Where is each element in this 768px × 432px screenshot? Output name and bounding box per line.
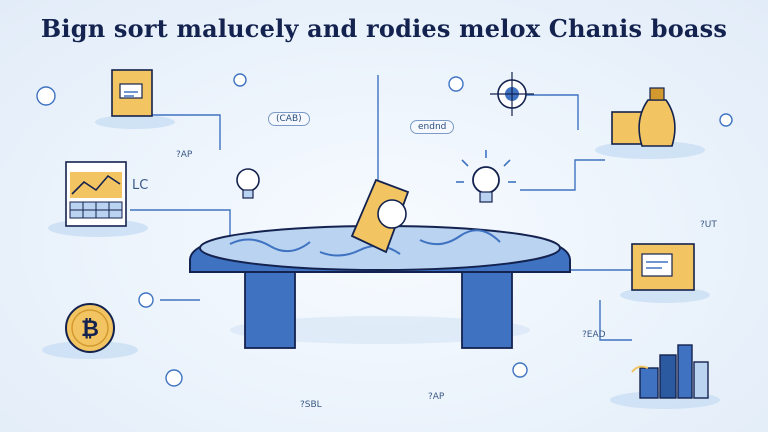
label-sbl: ?SBL [300, 400, 322, 410]
money-bag-icon [611, 87, 676, 147]
page-title: Bign sort malucely and rodies melox Chan… [40, 14, 728, 43]
lightbulb-icon [236, 168, 260, 199]
label-endnd: endnd [410, 120, 455, 134]
target-icon [490, 72, 534, 116]
decorative-badges [36, 73, 733, 387]
safe-box-icon [631, 243, 695, 291]
label-ap-bottom: ?AP [428, 392, 445, 402]
bitcoin-icon: ₿ [65, 303, 115, 353]
label-ead: ?EAD [582, 330, 606, 340]
svg-text:₿: ₿ [81, 317, 99, 342]
lightbulb-icon [456, 150, 516, 203]
document-chart-icon [111, 69, 153, 117]
label-ut: ?UT [700, 220, 717, 230]
connector-lines [130, 75, 632, 341]
label-ap-left: ?AP [176, 150, 193, 160]
city-buildings-icon [631, 344, 709, 399]
spreadsheet-icon [65, 161, 127, 227]
folded-paper-icon [350, 178, 410, 254]
label-lc: LC [132, 178, 149, 193]
label-cab: (CAB) [268, 112, 310, 126]
